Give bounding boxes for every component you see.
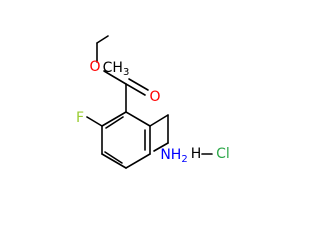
amine-subscript: 2: [181, 154, 187, 165]
carbonyl-double-bond: [125, 83, 146, 96]
carbonyl-oxygen-label: O: [149, 89, 160, 105]
methyl-subscript: 3: [123, 67, 129, 78]
hcl-hydrogen-label: H: [191, 146, 202, 162]
ring-to-ch2-bond: [149, 114, 169, 127]
carbonyl-double-bond: [128, 78, 149, 91]
amine-label: NH2: [160, 147, 187, 165]
ester-group: [96, 35, 149, 113]
ring-bond: [125, 111, 151, 127]
structure-diagram: O O CH3 F NH2 H Cl: [76, 35, 230, 169]
benzene-ring: [101, 111, 151, 169]
ring-to-fluorine-bond: [86, 116, 103, 127]
ester-oxygen-label: O: [89, 59, 100, 75]
methyl-bond: [96, 35, 109, 44]
amine-text: NH: [160, 147, 181, 163]
methyl-label: CH3: [103, 60, 130, 78]
ring-bond: [101, 153, 127, 169]
ring-double-bond: [105, 116, 124, 129]
molecule-canvas: O O CH3 F NH2 H Cl: [75, 35, 230, 169]
fluorine-label: F: [76, 110, 84, 126]
carbonyl-to-ester-o-bond: [103, 70, 127, 85]
hcl-chlorine-label: Cl: [216, 146, 230, 162]
methyl-text: CH: [103, 60, 123, 76]
ring-bond: [101, 111, 127, 127]
ring-double-bond: [104, 151, 123, 164]
ring-bond: [125, 153, 151, 169]
ch2-to-n-bond-2: [153, 142, 169, 152]
